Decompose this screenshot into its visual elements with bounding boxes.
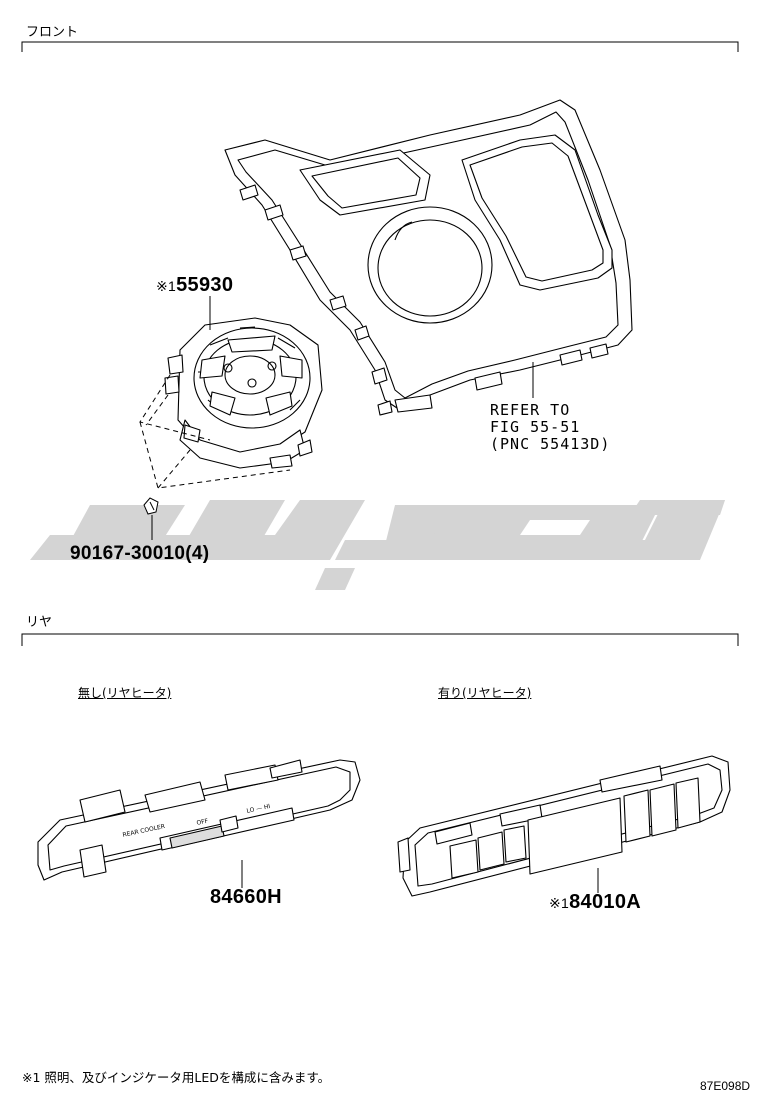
switch-part-label: ※155930 <box>156 274 233 297</box>
variant-with-rear-heater: 有り(リヤヒータ) <box>438 686 532 700</box>
front-section-label: フロント <box>26 25 79 40</box>
refer-line-1: REFER TO <box>490 401 571 419</box>
section-frames <box>21 41 739 646</box>
variant-without-rear-heater: 無し(リヤヒータ) <box>78 686 172 700</box>
front-frame-line <box>21 41 739 52</box>
switch-callout-ref: ※1 <box>156 278 177 294</box>
right-panel-part-label: ※184010A <box>549 891 641 914</box>
refer-to-note: REFER TO FIG 55-51 (PNC 55413D) <box>490 402 610 453</box>
screw-part-number: 90167-30010(4) <box>70 543 210 564</box>
screw-90167 <box>143 497 159 515</box>
figure-code: 87E098D <box>700 1079 751 1093</box>
footnote: ※1 照明、及びインジケータ用LEDを構成に含みます。 <box>22 1070 331 1085</box>
right-panel-callout-ref: ※1 <box>549 895 570 911</box>
left-panel-part-number: 84660H <box>210 886 282 908</box>
switch-part-number: 55930 <box>176 274 234 296</box>
rear-panel-84010A <box>397 755 731 897</box>
refer-line-3: (PNC 55413D) <box>490 435 611 453</box>
rear-panel-84660H <box>37 759 361 881</box>
refer-line-2: FIG 55-51 <box>490 418 581 436</box>
mounting-dashed-lines <box>139 374 291 489</box>
console-panel <box>224 99 633 416</box>
rear-section-label: リヤ <box>26 615 53 630</box>
rear-frame-line <box>21 633 739 646</box>
watermark-logo <box>30 500 725 590</box>
right-panel-part-number: 84010A <box>569 891 641 913</box>
control-switch-55930 <box>164 317 323 469</box>
